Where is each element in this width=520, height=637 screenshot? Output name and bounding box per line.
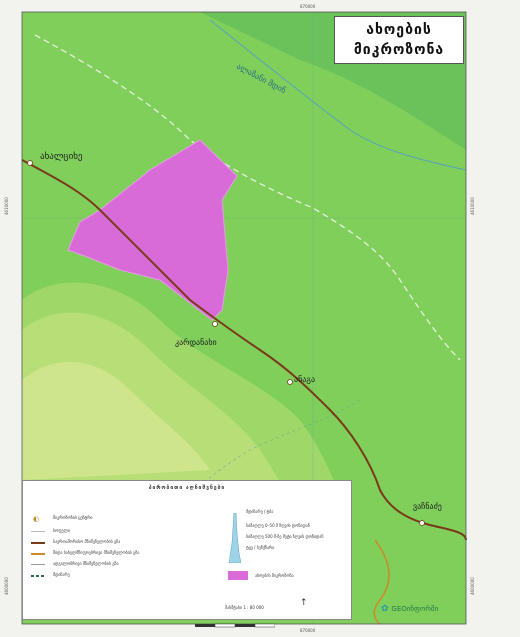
map-title-box: ახოების მიკროზონა xyxy=(334,16,464,64)
stream xyxy=(129,399,361,561)
legend-item-label: სიმაღლე 0–50 მ ზღვის დონიდან xyxy=(246,523,310,528)
legend-item-label: ტყე / ბუჩქნარი xyxy=(246,545,275,550)
village-marker[interactable] xyxy=(212,321,218,327)
publisher-logo: ✿ GEOინფორმი xyxy=(381,604,461,618)
legend-item-label: ადგილობრივი მნიშვნელობის გზა xyxy=(53,561,119,566)
microzone-center-icon: ◐ xyxy=(33,515,40,523)
label-village-mid: ანაგა xyxy=(294,375,316,384)
scale-text: მასშტაბი 1 : 80 000 xyxy=(225,605,264,610)
legend-item-local-road: ადგილობრივი მნიშვნელობის გზა xyxy=(31,561,141,569)
map-title-line1: ახოების xyxy=(366,22,432,38)
secondary-road xyxy=(373,539,390,625)
legend-swatch xyxy=(31,564,45,565)
coord-right-upper: 4610000 xyxy=(470,197,475,215)
north-arrow-icon: ↑ xyxy=(300,598,308,608)
village-marker[interactable] xyxy=(27,160,33,166)
legend-item-intl-road: საერთაშორისო მნიშვნელობის გზა xyxy=(31,539,141,547)
village-marker[interactable] xyxy=(287,379,293,385)
legend-swatch xyxy=(31,542,45,544)
map-legend: პირობითი აღნიშვნები ◐ მიკროზონის ცენტრი … xyxy=(22,480,352,620)
alazani-river xyxy=(209,19,467,171)
legend-item-label: შიდა სახელმწიფოებრივი მნიშვნელობის გზა xyxy=(53,550,140,555)
legend-item-label: მიკროზონის ცენტრი xyxy=(53,515,93,520)
coord-top: 870000 xyxy=(300,4,316,9)
microzone-polygon[interactable] xyxy=(67,139,238,321)
logo-icon: ✿ xyxy=(381,604,389,614)
legend-item-label: მდინარე xyxy=(53,572,70,577)
legend-title: პირობითი აღნიშვნები xyxy=(148,485,226,491)
legend-item-state-road: შიდა სახელმწიფოებრივი მნიშვნელობის გზა xyxy=(31,550,141,558)
terrain-highest xyxy=(22,361,210,480)
legend-item-label: ახოების მიკროზონა xyxy=(255,573,294,578)
main-road xyxy=(21,159,467,541)
label-village-low: ვაჩნაძე xyxy=(413,502,442,511)
legend-swatch-microzone xyxy=(228,571,248,580)
coord-right-lower: 4600000 xyxy=(470,577,475,595)
logo-text: GEOინფორმი xyxy=(391,605,439,613)
label-karajani: კარდანახი xyxy=(175,338,217,347)
elevation-ramp-icon xyxy=(228,513,242,563)
legend-item-label: საერთაშორისო მნიშვნელობის გზა xyxy=(53,539,121,544)
legend-item-village: სოფელი xyxy=(31,528,141,536)
scale-bar: მასშტაბი 1 : 80 000 xyxy=(195,605,276,628)
legend-item-river: მდინარე xyxy=(31,572,141,580)
legend-item-microzone-center: ◐ მიკროზონის ცენტრი xyxy=(31,515,141,523)
village-marker[interactable] xyxy=(419,520,425,526)
legend-swatch xyxy=(31,531,45,532)
legend-swatch xyxy=(31,553,45,555)
local-road xyxy=(34,34,461,361)
legend-item-label: სოფელი xyxy=(53,528,70,533)
coord-bottom: 870000 xyxy=(300,628,316,633)
map-title-line2: მიკროზონა xyxy=(353,42,445,58)
legend-item-label: სიმაღლე 500 მ-ზე მეტი ზღვის დონიდან xyxy=(246,534,324,539)
label-akhaltsikhe: ახალციხე xyxy=(40,152,83,162)
coord-left-upper: 4610000 xyxy=(4,197,9,215)
legend-item-label: მდინარე / ტბა xyxy=(246,509,274,514)
coord-left-lower: 4600000 xyxy=(4,577,9,595)
legend-swatch xyxy=(31,575,45,577)
scale-graphic xyxy=(195,623,276,628)
